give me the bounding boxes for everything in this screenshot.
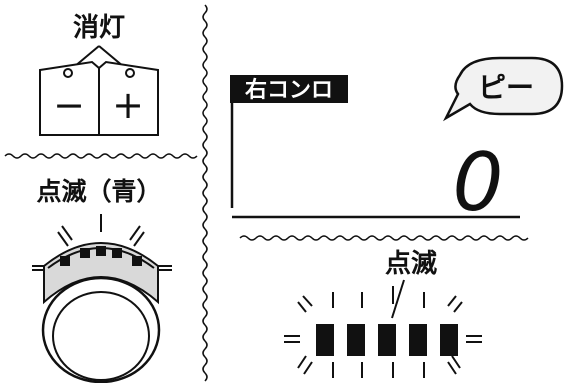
dial-knob[interactable] [41, 242, 161, 383]
dial-led [80, 248, 90, 258]
display-segment-row [316, 324, 458, 356]
left-wavy-separator [4, 153, 198, 159]
minus-button[interactable]: − [42, 80, 97, 133]
display-segment [347, 324, 365, 356]
dial-led [96, 246, 106, 256]
dial-blink-label: 点滅（青） [36, 177, 161, 206]
minus-symbol: − [53, 83, 85, 127]
left-panel: 消灯 − + 点滅（青） [4, 13, 198, 383]
right-wavy-separator [239, 235, 529, 241]
blink-label-pointer [391, 279, 405, 319]
plus-indicator-dot [125, 68, 135, 78]
off-label: 消灯 [73, 13, 125, 43]
display-blink-rays [284, 286, 482, 378]
dial-led [60, 256, 70, 266]
dial-led [132, 256, 142, 266]
burner-label-bg [230, 75, 348, 103]
vertical-wavy-divider [202, 4, 208, 382]
plus-button[interactable]: + [101, 80, 156, 133]
display-segment [378, 324, 396, 356]
display-segment [409, 324, 427, 356]
minus-indicator-dot [63, 68, 73, 78]
display-digit: 0 [453, 136, 504, 229]
dial-led [112, 248, 122, 258]
beep-text: ピー [478, 71, 534, 104]
display-segment [440, 324, 458, 356]
beep-speech-bubble: ピー [443, 56, 564, 122]
right-panel: 右コンロ ピー 0 点滅 [230, 56, 564, 378]
plus-symbol: + [112, 83, 144, 127]
display-blink-label: 点滅 [385, 248, 437, 279]
display-segment [316, 324, 334, 356]
minus-plus-button-panel [39, 60, 159, 136]
display-frame [230, 103, 520, 219]
burner-label: 右コンロ [245, 78, 333, 103]
dial-led-ring [60, 246, 142, 266]
